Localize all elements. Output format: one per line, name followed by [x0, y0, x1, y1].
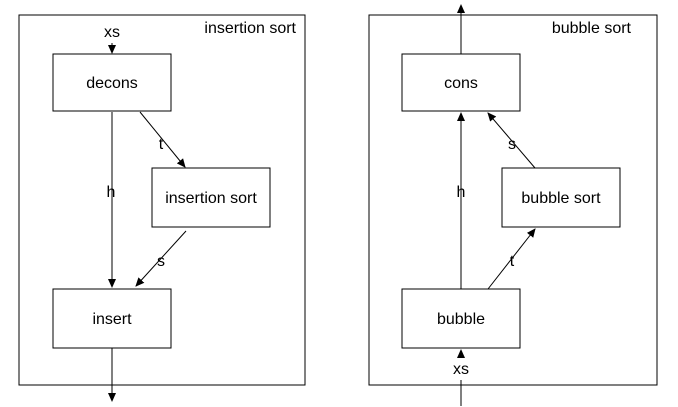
- bubble-label: bubble: [437, 311, 485, 328]
- insertion-sort-node-label: insertion sort: [165, 190, 257, 207]
- insert-label: insert: [92, 311, 132, 328]
- cons-node: [401, 53, 521, 112]
- bubble-edge-s: [487, 112, 536, 169]
- bubble-node: [401, 288, 521, 349]
- insert-node: [52, 288, 172, 349]
- bubble-sort-node: [501, 167, 621, 228]
- insertion-edge-h-label: h: [107, 184, 116, 201]
- bubble-sort-panel: bubble sort cons s h bubble sort t bubbl…: [368, 4, 658, 406]
- insertion-sort-panel-title: insertion sort: [204, 20, 296, 37]
- bubble-edge-s-label: s: [508, 136, 516, 153]
- insertion-edge-t-label: t: [159, 136, 164, 153]
- insertion-sort-node: [151, 167, 271, 228]
- bubble-edge-t: [487, 228, 536, 290]
- decons-label: decons: [86, 75, 138, 92]
- cons-label: cons: [444, 75, 478, 92]
- decons-node: [52, 53, 172, 112]
- insertion-edge-t: [139, 111, 186, 168]
- insertion-edge-s-label: s: [157, 253, 165, 270]
- bubble-edge-t-label: t: [510, 253, 515, 270]
- bubble-sort-frame: [368, 14, 658, 386]
- insertion-edge-s: [135, 230, 187, 287]
- insertion-sort-frame: [18, 14, 306, 386]
- insertion-sort-panel: insertion sort xs decons t h insertion s…: [18, 14, 306, 402]
- bubble-input-label: xs: [453, 361, 469, 378]
- insertion-input-label: xs: [104, 24, 120, 41]
- bubble-sort-panel-title: bubble sort: [552, 20, 632, 37]
- bubble-sort-node-label: bubble sort: [521, 190, 601, 207]
- bubble-edge-h-label: h: [457, 184, 466, 201]
